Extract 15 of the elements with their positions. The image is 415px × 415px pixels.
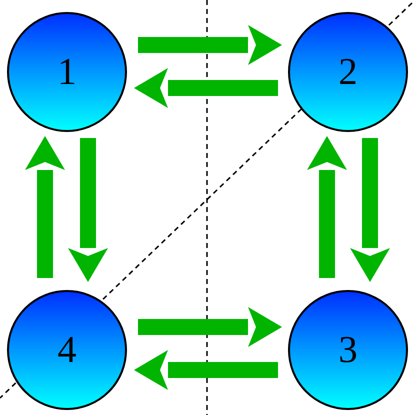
circle-node [288,290,408,410]
arrow [134,350,278,390]
circle-node [7,290,127,410]
arrow [307,136,347,278]
arrow [25,136,65,278]
arrow [138,307,282,347]
circle-node [7,12,127,132]
arrow [138,25,282,65]
node-number: 3 [338,328,358,372]
node-number: 2 [338,50,358,94]
node-number: 1 [56,50,78,94]
circle-node [288,12,408,132]
arrow [68,138,108,282]
arrow [350,138,390,282]
node-number: 4 [56,328,78,372]
